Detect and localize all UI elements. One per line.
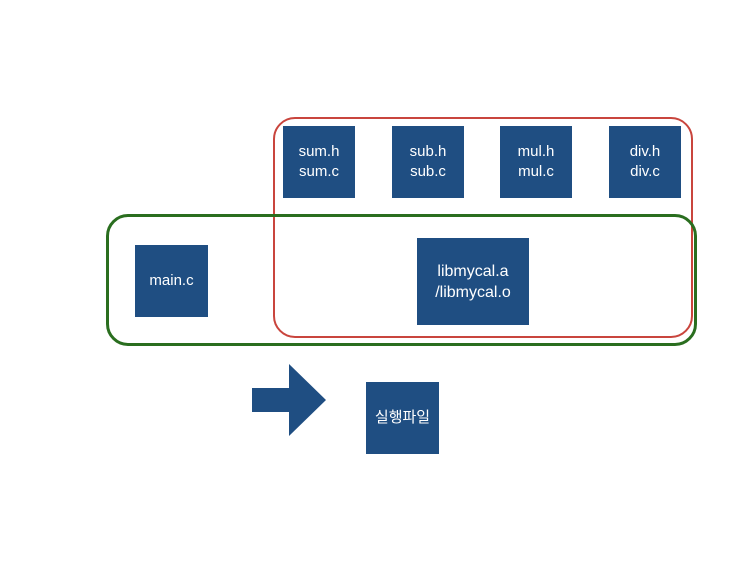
executable-label: 실행파일	[374, 409, 431, 426]
div-file-box: div.h div.c	[609, 126, 681, 198]
main-file-box: main.c	[135, 245, 208, 317]
mul-file-box: mul.h mul.c	[500, 126, 572, 198]
executable-box: 실행파일	[366, 382, 439, 454]
library-archive-label: libmycal.a	[437, 262, 509, 280]
sum-header-label: sum.h	[298, 143, 340, 160]
right-arrow-icon	[252, 364, 326, 436]
div-source-label: div.c	[630, 163, 660, 180]
library-object-label: /libmycal.o	[435, 283, 511, 301]
div-header-label: div.h	[629, 143, 661, 160]
sub-source-label: sub.c	[410, 163, 446, 180]
sub-file-box: sub.h sub.c	[392, 126, 464, 198]
link-group-frame	[106, 214, 697, 346]
sum-file-box: sum.h sum.c	[283, 126, 355, 198]
main-file-label: main.c	[149, 272, 194, 289]
mul-header-label: mul.h	[517, 143, 555, 160]
sub-header-label: sub.h	[409, 143, 447, 160]
library-box: libmycal.a /libmycal.o	[417, 238, 529, 325]
sum-source-label: sum.c	[298, 163, 339, 180]
mul-source-label: mul.c	[518, 163, 554, 180]
